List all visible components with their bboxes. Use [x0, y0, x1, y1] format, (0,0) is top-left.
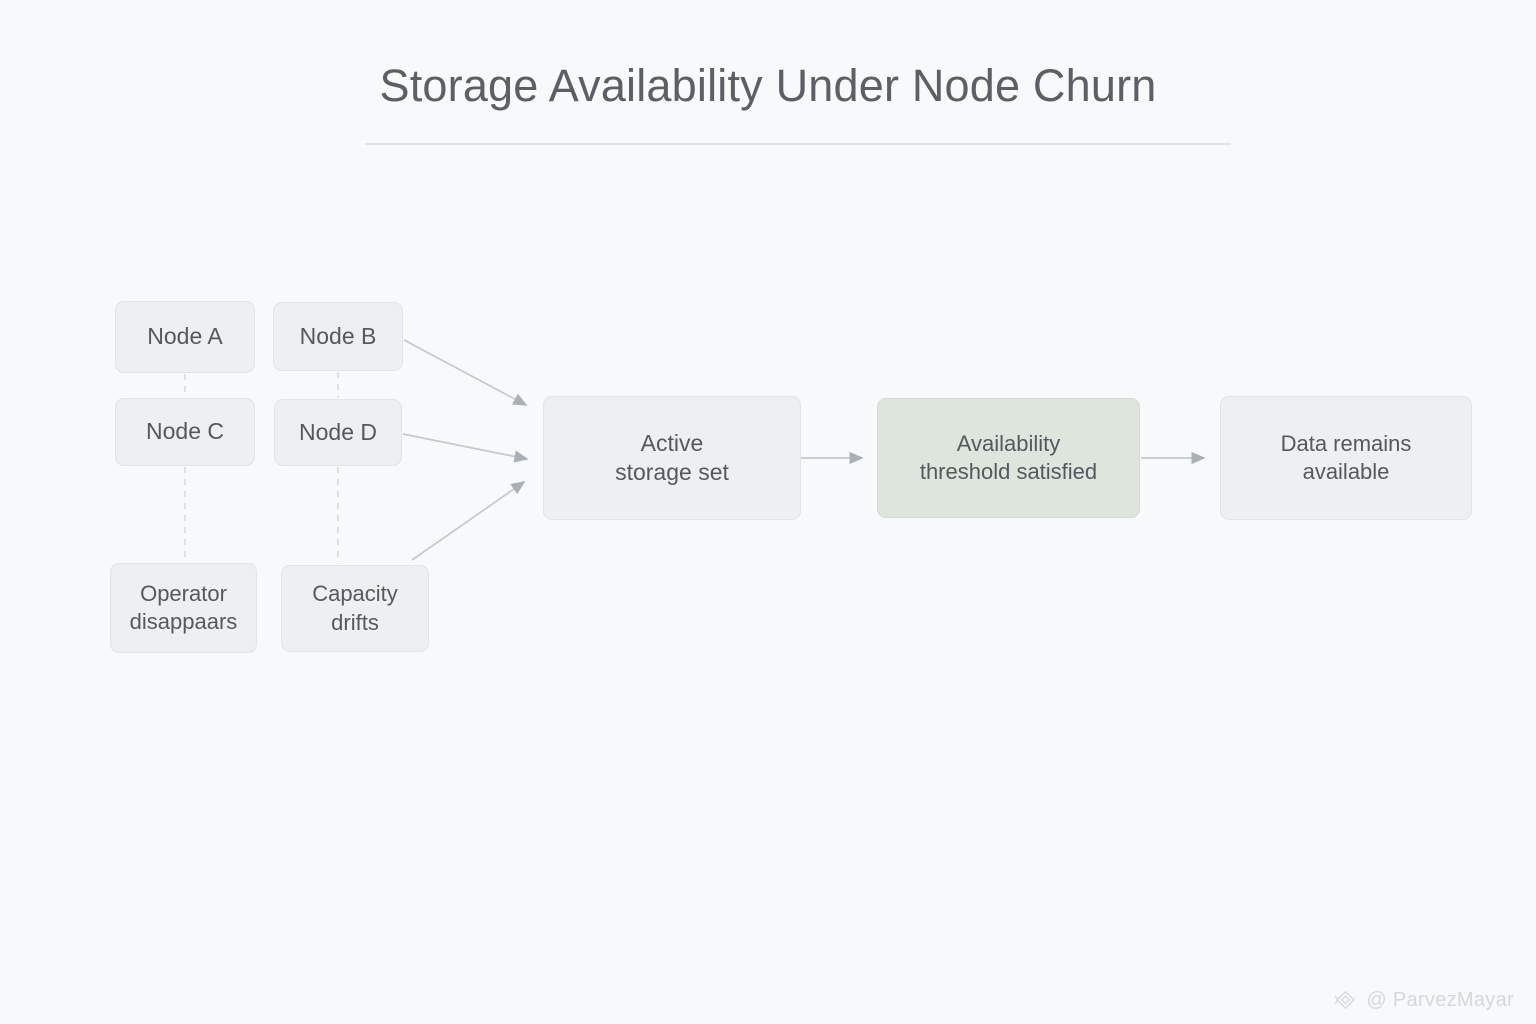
node-label: Node D	[299, 418, 377, 445]
node-data-remains-available[interactable]: Data remains available	[1220, 396, 1472, 520]
node-operator-disappaars[interactable]: Operator disappaars	[110, 563, 257, 653]
node-node-d[interactable]: Node D	[274, 399, 402, 466]
node-capacity-drifts[interactable]: Capacity drifts	[281, 565, 429, 652]
node-active-storage-set[interactable]: Active storage set	[543, 396, 801, 520]
watermark-handle: @ ParvezMayar	[1366, 988, 1514, 1011]
node-label: Operator disappaars	[130, 580, 238, 636]
diamond-logo-icon	[1335, 990, 1356, 1010]
edge-node-cap-node-active	[411, 481, 526, 561]
watermark: @ ParvezMayar	[1333, 988, 1514, 1012]
node-label-line1: Availability	[956, 430, 1061, 456]
page-title: Storage Availability Under Node Churn	[379, 60, 1157, 111]
node-label-line1: Operator	[140, 580, 227, 606]
title-divider	[365, 143, 1231, 145]
node-label: Active storage set	[615, 429, 729, 488]
node-label-line2: storage set	[615, 459, 729, 485]
edge-node-d-node-active	[402, 433, 529, 463]
node-label: Data remains available	[1281, 430, 1412, 486]
edge-node-b-node-active	[403, 339, 528, 406]
node-node-a[interactable]: Node A	[115, 301, 255, 373]
node-label-line1: Capacity	[312, 581, 398, 607]
node-label-line2: available	[1302, 459, 1390, 484]
node-label: Node C	[146, 418, 224, 445]
node-label-line1: Active	[640, 429, 704, 456]
node-label: Node A	[147, 323, 223, 350]
node-availability-threshold-satisfied[interactable]: Availability threshold satisfied	[877, 398, 1140, 518]
node-label-line1: Data remains	[1280, 430, 1412, 456]
node-label-line2: disappaars	[129, 609, 238, 634]
node-label-line2: drifts	[331, 609, 379, 635]
node-label: Capacity drifts	[312, 580, 398, 636]
node-node-c[interactable]: Node C	[115, 398, 255, 466]
node-label: Availability threshold satisfied	[920, 430, 1097, 486]
node-label-line2: threshold satisfied	[919, 459, 1098, 484]
node-label: Node B	[299, 322, 377, 349]
node-node-b[interactable]: Node B	[273, 302, 403, 371]
title-block: Storage Availability Under Node Churn	[0, 60, 1536, 111]
